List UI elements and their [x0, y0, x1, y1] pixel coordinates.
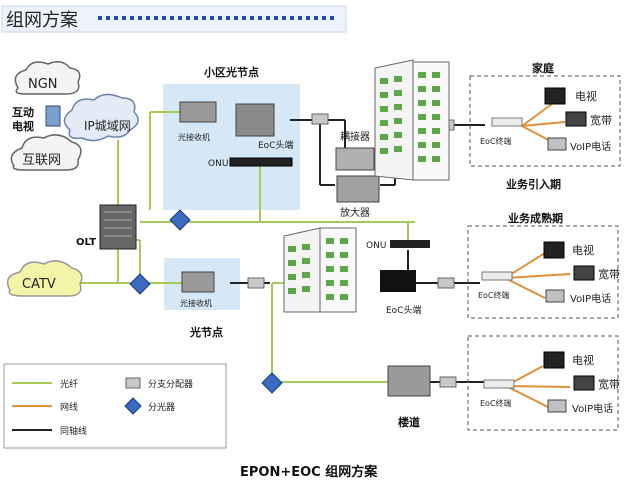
tv-icon: [544, 87, 566, 105]
home-bottom-tv: 电视: [572, 353, 594, 367]
home-bottom-terminal: EoC终端: [480, 398, 512, 408]
legend-fiber: 光纤: [60, 378, 78, 390]
figure-caption: EPON+EOC 组网方案: [240, 464, 378, 480]
svg-text:互联网: 互联网: [22, 153, 61, 168]
svg-text:光接收机: 光接收机: [180, 298, 212, 308]
eoc-terminal-icon: [483, 379, 515, 389]
svg-text:IP城域网: IP城域网: [84, 119, 131, 133]
svg-text:光接收机: 光接收机: [178, 132, 210, 142]
eoc-head-top: EoC头端: [235, 103, 293, 151]
home-top-voip: VoIP电话: [570, 140, 611, 153]
cloud-ip-network: IP城域网: [63, 93, 139, 142]
home-top-terminal: EoC终端: [480, 136, 512, 146]
eoc-terminal-icon: [491, 117, 523, 127]
home-bottom-box: [467, 335, 619, 431]
splitter-icon: [124, 397, 142, 415]
home-top-caption: 业务引入期: [506, 177, 561, 191]
svg-text:ONU: ONU: [366, 241, 386, 251]
home-mid-box: [467, 225, 619, 319]
eoc-terminal-icon: [481, 271, 513, 281]
tap-icon: [311, 113, 329, 125]
cloud-internet: 互联网: [10, 134, 82, 171]
onu-mid: ONU: [366, 240, 430, 251]
home-boxes: [467, 75, 621, 431]
svg-text:ONU: ONU: [208, 159, 228, 169]
pc-icon: [573, 265, 595, 281]
legend-network-cable: 网线: [60, 401, 78, 413]
coupler-device: 耦接器: [335, 130, 375, 171]
tap-icon: [247, 277, 265, 289]
tap-icon: [125, 377, 141, 389]
olt-device: OLT: [76, 204, 137, 250]
svg-text:EoC头端: EoC头端: [386, 304, 421, 316]
svg-text:耦接器: 耦接器: [340, 130, 370, 143]
page-title: 组网方案: [6, 10, 78, 31]
home-top-box: [469, 75, 621, 167]
community-node-title: 小区光节点: [203, 65, 259, 79]
tap-icon: [437, 277, 455, 289]
home-top-tv: 电视: [575, 89, 597, 103]
tap-icon: [439, 376, 457, 388]
splitter-icon: [261, 372, 283, 394]
phone-icon: [547, 137, 567, 151]
building-mid: [283, 227, 357, 313]
legend-tap: 分支分配器: [148, 378, 193, 390]
cloud-ngn: NGN: [14, 61, 81, 95]
home-mid-title: 业务成熟期: [508, 211, 563, 225]
eoc-head-mid: EoC头端: [380, 270, 421, 316]
iptv-server-icon: [45, 105, 61, 127]
home-mid-tv: 电视: [572, 243, 594, 257]
optical-node-label: 光节点: [189, 325, 223, 339]
svg-text:放大器: 放大器: [340, 206, 370, 219]
home-top-title: 家庭: [532, 61, 554, 75]
splitter-icons: [129, 209, 283, 394]
home-mid-terminal: EoC终端: [478, 290, 510, 300]
iptv-label-line1: 互动: [12, 105, 34, 119]
phone-icon: [547, 399, 567, 413]
splitter-icon: [169, 209, 191, 231]
tv-icon: [543, 351, 565, 369]
home-bottom-voip: VoIP电话: [572, 402, 613, 415]
olt-label: OLT: [76, 237, 96, 248]
splitter-icon: [129, 273, 151, 295]
pc-icon: [573, 375, 595, 391]
corridor-device: 楼道: [387, 365, 431, 429]
pc-icon: [565, 111, 587, 127]
amplifier-device: 放大器: [336, 175, 380, 219]
phone-icon: [545, 289, 565, 303]
header-bar: 组网方案: [1, 5, 347, 33]
iptv-label-line2: 电视: [12, 119, 34, 133]
home-mid-broadband: 宽带: [598, 267, 620, 281]
svg-text:楼道: 楼道: [398, 415, 420, 429]
home-mid-voip: VoIP电话: [570, 292, 611, 305]
cloud-catv: CATV: [6, 260, 83, 297]
svg-text:CATV: CATV: [22, 277, 56, 292]
svg-text:NGN: NGN: [28, 77, 58, 92]
tv-icon: [543, 241, 565, 259]
home-top-broadband: 宽带: [590, 113, 612, 127]
onu-top: ONU: [208, 157, 293, 169]
legend: 光纤 网线 同轴线 分支分配器 分光器: [3, 363, 227, 449]
legend-splitter: 分光器: [148, 401, 175, 413]
home-bottom-broadband: 宽带: [598, 377, 620, 391]
building-top: [374, 59, 450, 181]
legend-coax: 同轴线: [60, 425, 87, 437]
optical-receiver-bottom: 光接收机: [180, 271, 215, 308]
svg-text:EoC头端: EoC头端: [258, 139, 293, 151]
optical-receiver-top: 光接收机: [178, 101, 217, 142]
